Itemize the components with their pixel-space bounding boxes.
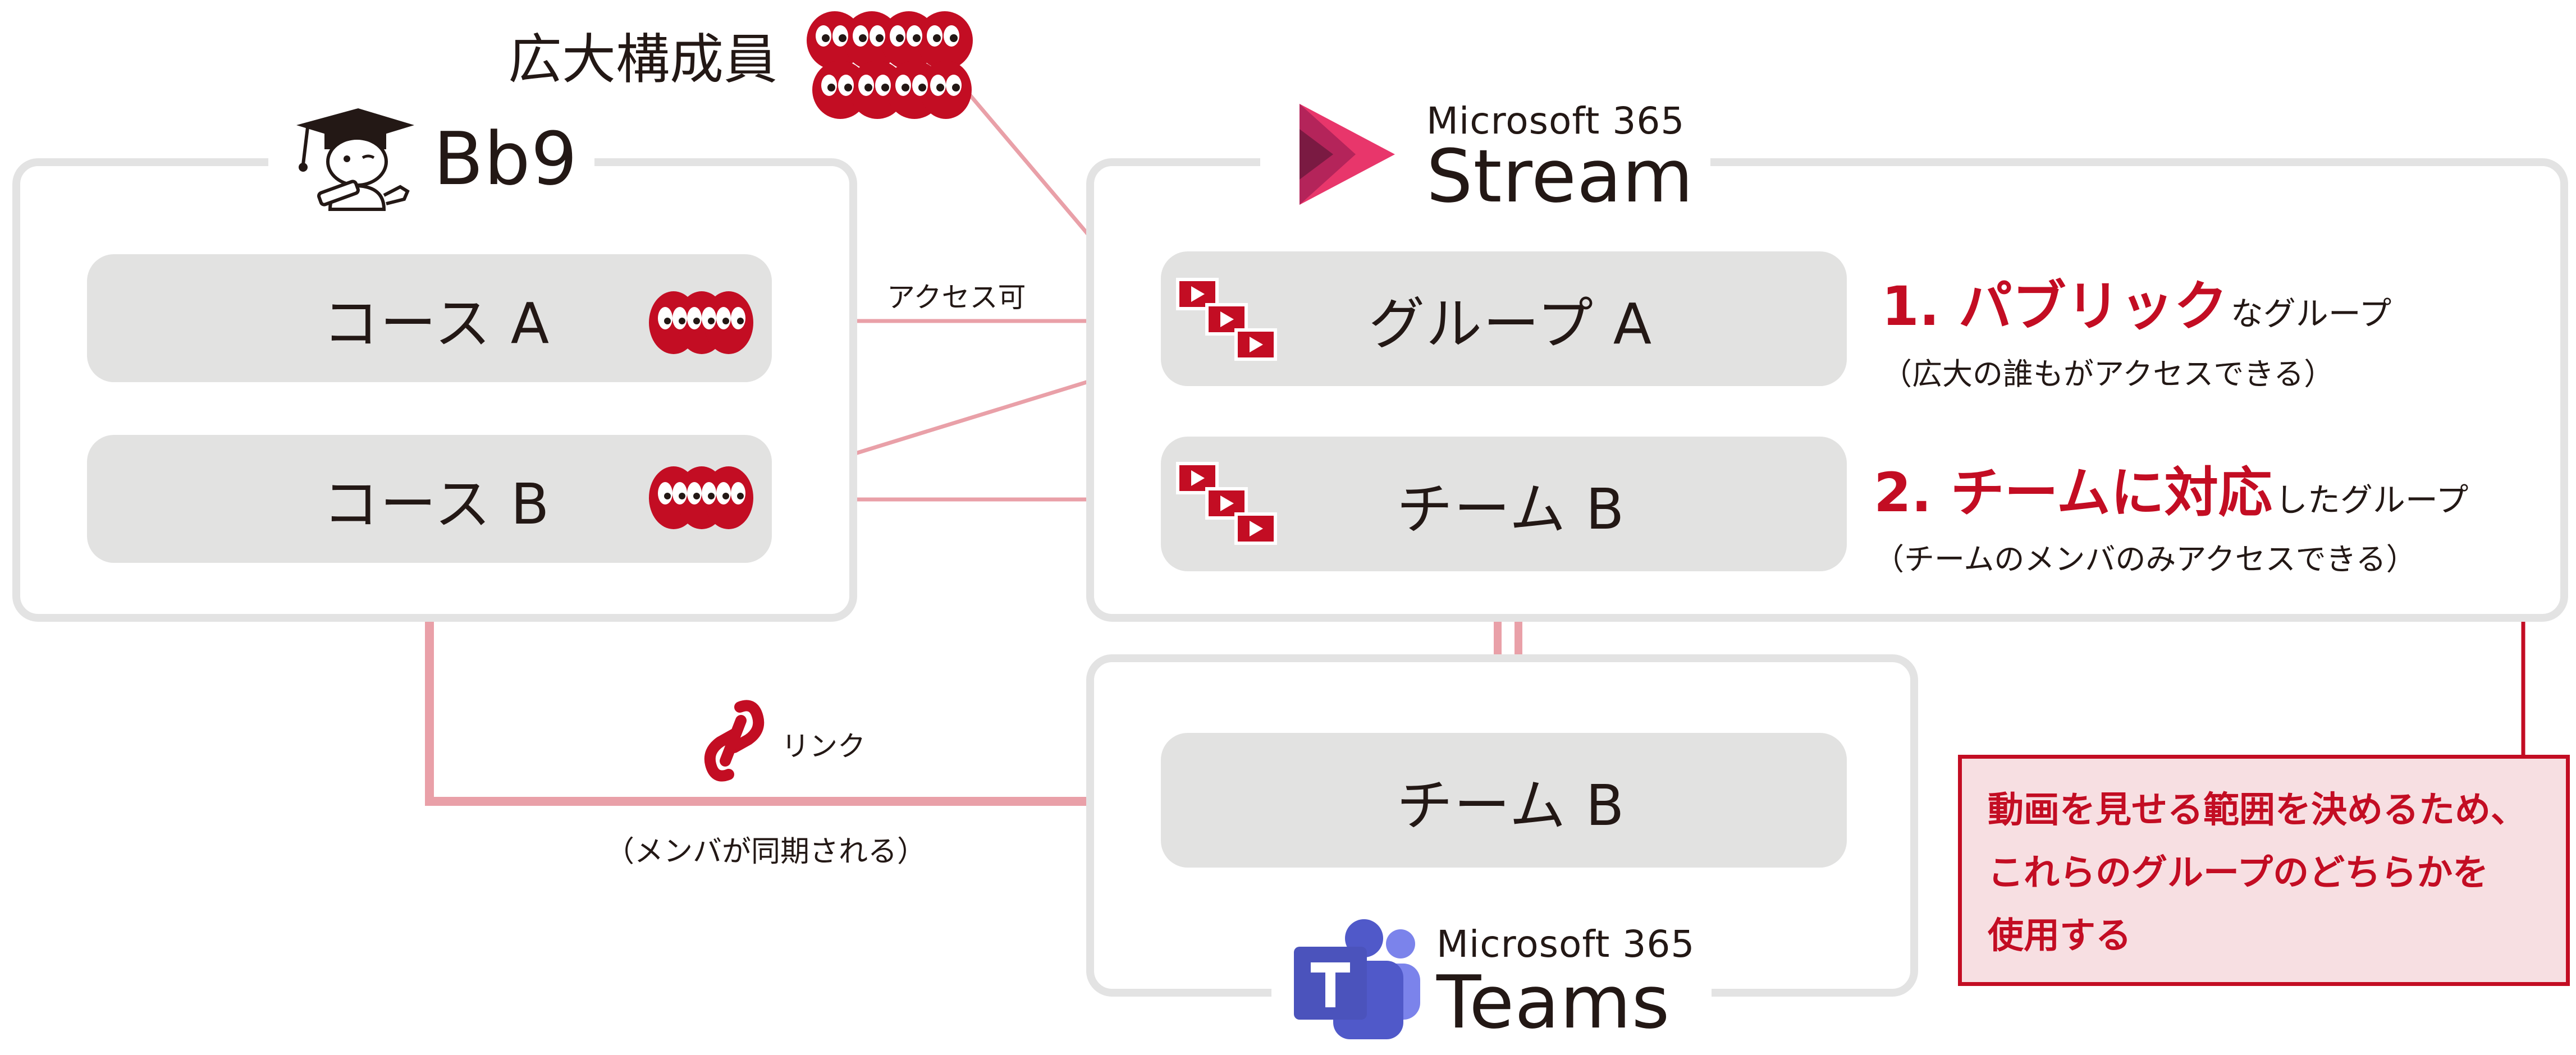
group-a-box: グループ A: [1161, 251, 1847, 386]
course-b-label: コース B: [323, 471, 551, 537]
teams-header: Microsoft 365 Teams: [1271, 910, 1712, 1051]
public-group-note: 1. パブリック なグループ: [1882, 263, 2391, 341]
stream-title: Stream: [1426, 133, 1694, 219]
video-stack-icon: [1176, 278, 1277, 361]
stream-team-b-box: チーム B: [1161, 437, 1847, 571]
team-group-desc: （チームのメンバのみアクセスできる）: [1874, 542, 2417, 577]
public-group-desc: （広大の誰もがアクセスできる）: [1882, 356, 2335, 392]
stream-brand: Microsoft 365: [1426, 99, 1685, 143]
teams-team-b-label: チーム B: [1397, 772, 1626, 838]
access-label: アクセス可: [887, 281, 1026, 314]
course-b-box: コース B: [87, 435, 772, 563]
public-group-num: 1. パブリック: [1882, 275, 2228, 338]
course-a-label: コース A: [323, 290, 551, 356]
members-label: 広大構成員: [508, 28, 777, 91]
video-stack-icon: [1176, 462, 1277, 545]
link-icon: [704, 700, 765, 782]
team-group-note: 2. チームに対応 したグループ: [1874, 449, 2468, 527]
people-group-icon: [807, 11, 973, 119]
stream-header: Microsoft 365 Stream: [1260, 84, 1711, 224]
callout-line-2: これらのグループのどちらかを: [1988, 852, 2489, 894]
bb9-header: Bb9: [268, 106, 595, 212]
stream-team-b-label: チーム B: [1397, 476, 1626, 542]
stream-logo-icon: [1300, 104, 1395, 205]
teams-brand: Microsoft 365: [1436, 922, 1695, 966]
public-group-suffix: なグループ: [2230, 295, 2392, 333]
people-group-icon: [649, 291, 753, 354]
people-group-icon: [649, 466, 753, 529]
link-label: リンク: [781, 730, 866, 763]
callout-box: 動画を見せる範囲を決めるため、 これらのグループのどちらかを 使用する: [1958, 755, 2570, 986]
teams-title: Teams: [1436, 959, 1671, 1045]
group-a-label: グループ A: [1369, 291, 1653, 357]
teams-team-b-box: チーム B: [1161, 733, 1847, 868]
course-a-box: コース A: [87, 254, 772, 382]
bb9-title: Bb9: [433, 116, 578, 201]
teams-logo-icon: [1294, 919, 1420, 1039]
graduate-mascot-icon: [296, 108, 414, 211]
sync-label: （メンバが同期される）: [605, 835, 927, 869]
team-group-num: 2. チームに対応: [1874, 461, 2272, 524]
team-group-suffix: したグループ: [2275, 481, 2469, 519]
callout-line-1: 動画を見せる範囲を決めるため、: [1988, 790, 2527, 831]
callout-line-3: 使用する: [1988, 915, 2131, 957]
